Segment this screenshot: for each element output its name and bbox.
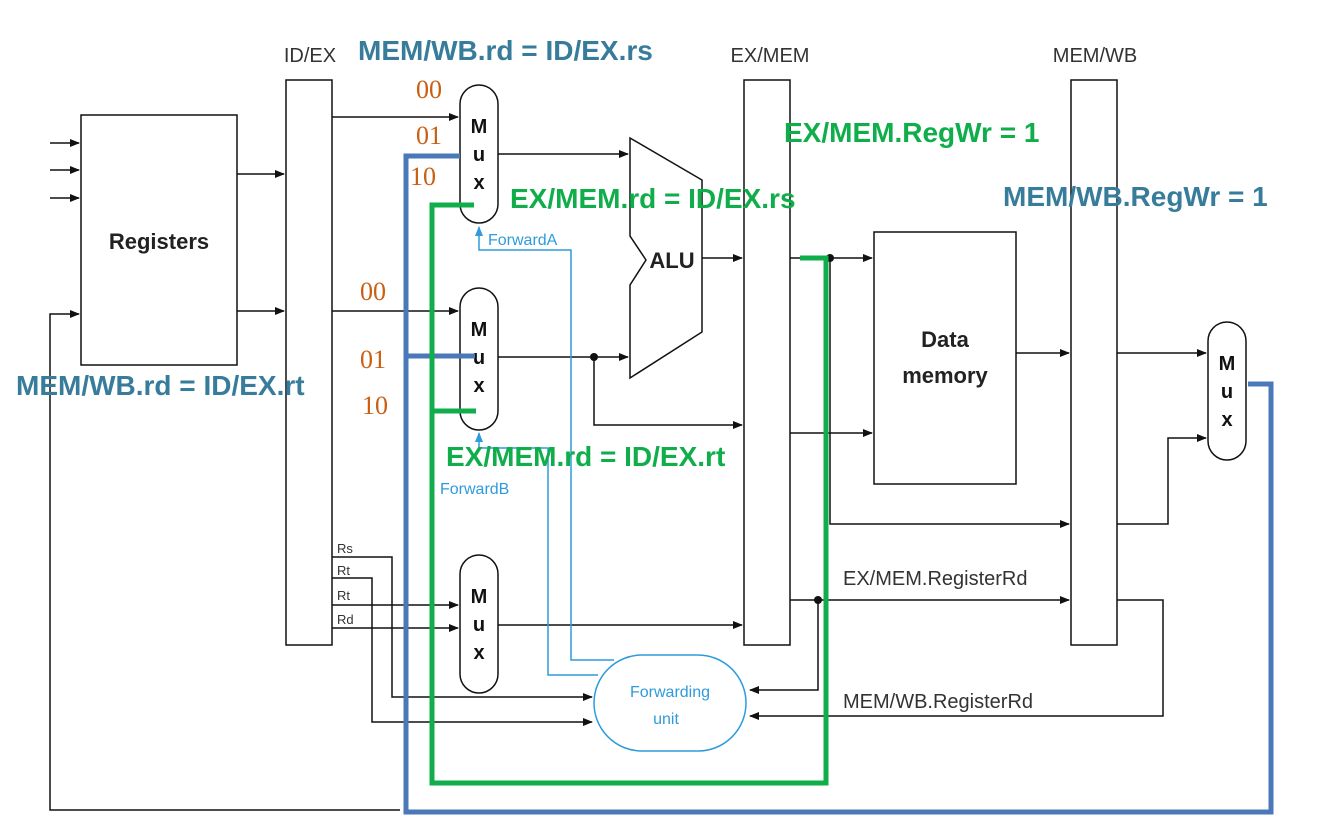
annotation-exmem-regwr: EX/MEM.RegWr = 1 xyxy=(784,117,1039,148)
mux-wb-letter-m: M xyxy=(1219,353,1236,375)
ex-mem-forward-path xyxy=(429,202,829,786)
wire-junctions xyxy=(590,254,834,604)
mem-wb-label: MEM/WB xyxy=(1053,45,1137,67)
mem-wb-pipeline-register: MEM/WB xyxy=(1053,45,1137,646)
mux-writeback: M u x xyxy=(1207,321,1247,461)
annotation-memwb-rd-eq-rs: MEM/WB.rd = ID/EX.rs xyxy=(358,35,653,66)
ex-mem-label: EX/MEM xyxy=(731,45,810,67)
mux-c-letter-u: u xyxy=(473,614,485,636)
alu-block: ALU xyxy=(629,136,703,380)
ex-mem-pipeline-register: EX/MEM xyxy=(731,45,810,646)
mem-wb-registerrd-label: MEM/WB.RegisterRd xyxy=(843,691,1033,713)
annotation-exmem-rd-eq-rs: EX/MEM.rd = ID/EX.rs xyxy=(510,183,796,214)
forwarding-unit-label-line1: Forwarding xyxy=(630,684,710,701)
mux-a-input-00: 00 xyxy=(416,75,442,104)
registers-label: Registers xyxy=(109,229,209,254)
annotation-memwb-rd-eq-rt: MEM/WB.rd = ID/EX.rt xyxy=(16,370,305,401)
mux-a-letter-m: M xyxy=(471,116,488,138)
id-ex-pipeline-register: ID/EX xyxy=(284,45,336,646)
data-memory-label-line1: Data xyxy=(921,327,969,352)
mux-wb-letter-u: u xyxy=(1221,381,1233,403)
datapath-wires xyxy=(49,113,1207,811)
mux-c-letter-m: M xyxy=(471,586,488,608)
forwarding-unit: Forwarding unit xyxy=(593,654,747,752)
forwarding-control-wires xyxy=(475,226,614,676)
mux-a-input-10: 10 xyxy=(410,162,436,191)
data-memory-block: Data memory xyxy=(873,231,1017,485)
forward-a-label: ForwardA xyxy=(488,232,558,249)
ex-mem-registerrd-label: EX/MEM.RegisterRd xyxy=(843,568,1028,590)
mux-b-input-01: 01 xyxy=(360,345,386,374)
mux-regdst: M u x xyxy=(459,554,499,694)
annotation-exmem-rd-eq-rt: EX/MEM.rd = ID/EX.rt xyxy=(446,441,725,472)
annotation-memwb-regwr: MEM/WB.RegWr = 1 xyxy=(1003,181,1268,212)
mux-b-input-10: 10 xyxy=(362,391,388,420)
mux-b-letter-m: M xyxy=(471,319,488,341)
forwarding-unit-label-line2: unit xyxy=(653,711,679,728)
alu-label: ALU xyxy=(649,248,694,273)
mux-b-input-00: 00 xyxy=(360,277,386,306)
mux-wb-letter-x: x xyxy=(1221,409,1232,431)
mux-b-letter-x: x xyxy=(473,375,484,397)
mux-a-letter-u: u xyxy=(473,144,485,166)
data-memory-label-line2: memory xyxy=(902,363,988,388)
wire-label-rs: Rs xyxy=(337,541,353,556)
mux-a-letter-x: x xyxy=(473,172,484,194)
registers-block: Registers xyxy=(80,114,238,366)
wire-label-rd: Rd xyxy=(337,612,354,627)
mux-a-input-01: 01 xyxy=(416,121,442,150)
wire-label-rt-1: Rt xyxy=(337,563,350,578)
forward-b-label: ForwardB xyxy=(440,481,509,498)
id-ex-label: ID/EX xyxy=(284,45,336,67)
mux-forward-b: M u x xyxy=(459,287,499,431)
mux-b-letter-u: u xyxy=(473,347,485,369)
mux-c-letter-x: x xyxy=(473,642,484,664)
mem-wb-forward-path xyxy=(403,153,1274,815)
mux-forward-a: M u x xyxy=(459,84,499,224)
wire-label-rt-2: Rt xyxy=(337,588,350,603)
